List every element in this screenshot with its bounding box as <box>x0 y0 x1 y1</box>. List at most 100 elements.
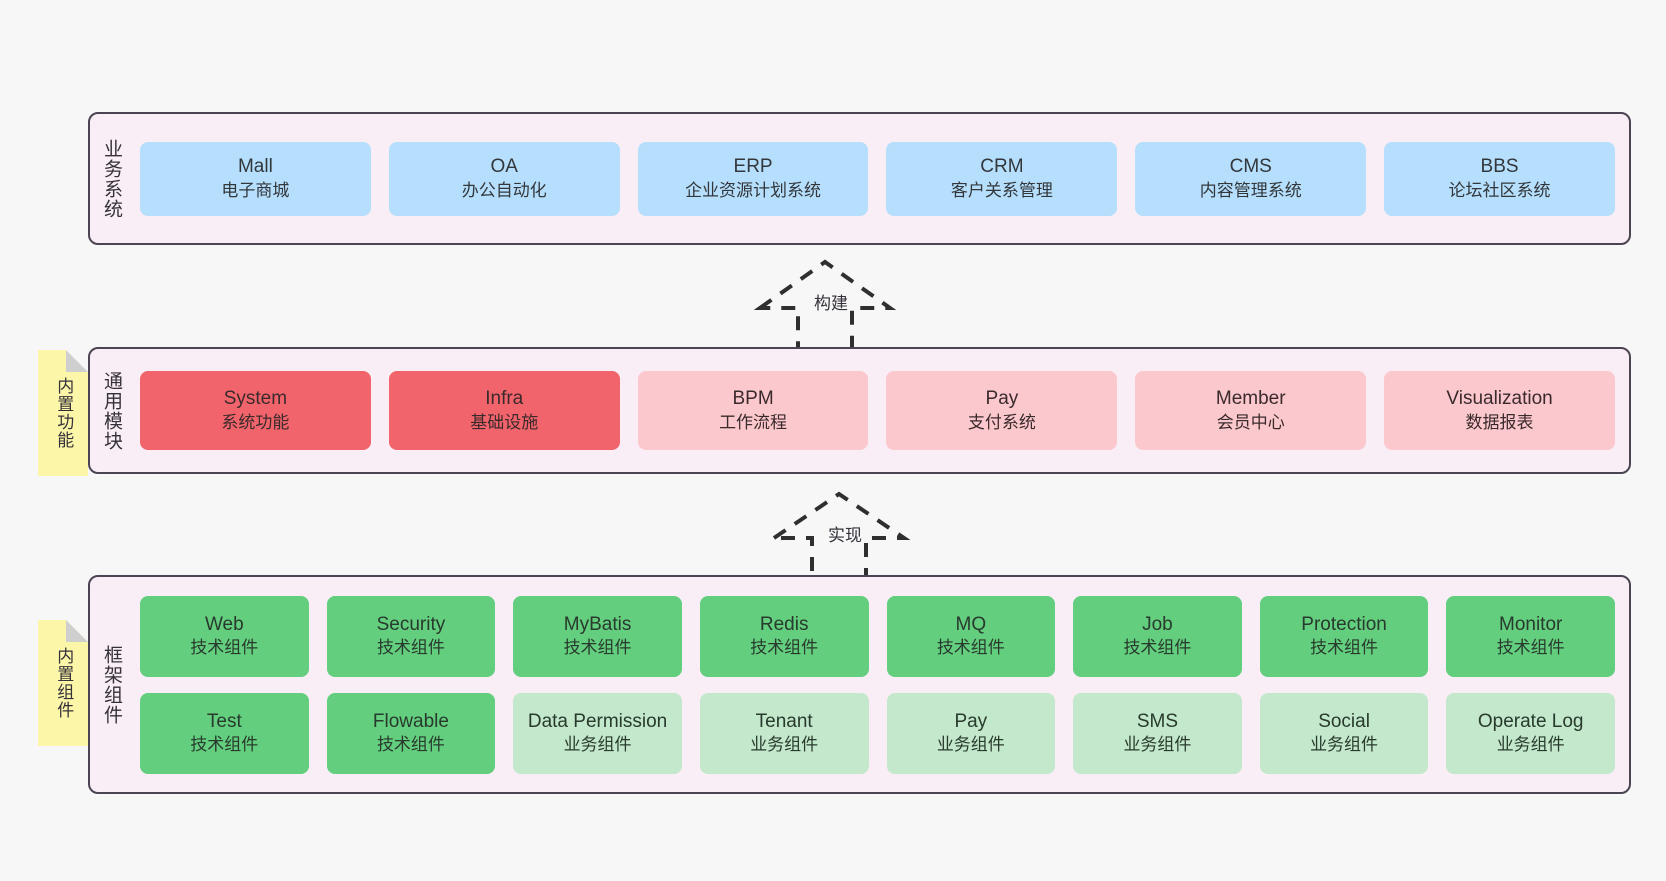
module-card-cms[interactable]: CMS 内容管理系统 <box>1135 141 1367 216</box>
layer-row: Test 技术组件 Flowable 技术组件 Data Permission … <box>140 692 1615 774</box>
component-card-flowable[interactable]: Flowable 技术组件 <box>326 692 496 774</box>
module-name: Mall <box>237 156 273 178</box>
module-name: ERP <box>733 156 773 178</box>
module-desc: 基础设施 <box>470 412 539 432</box>
sticky-note-builtin-components: 内置组件 <box>38 620 88 746</box>
page-fold-icon <box>66 350 88 372</box>
module-card-bpm[interactable]: BPM 工作流程 <box>637 371 869 450</box>
module-desc: 客户关系管理 <box>950 180 1053 200</box>
component-name: Tenant <box>755 710 813 732</box>
component-type: 业务组件 <box>750 735 819 755</box>
connector-build-label: 构建 <box>812 289 850 314</box>
component-name: Data Permission <box>527 710 668 732</box>
module-card-oa[interactable]: OA 办公自动化 <box>388 141 620 216</box>
layer-body-framework: Web 技术组件 Security 技术组件 MyBatis 技术组件 Redi… <box>132 577 1629 792</box>
module-desc: 会员中心 <box>1216 412 1285 432</box>
page-fold-icon <box>66 620 88 642</box>
module-desc: 支付系统 <box>967 412 1036 432</box>
module-card-pay[interactable]: Pay 支付系统 <box>886 371 1118 450</box>
layer-body-business: Mall 电子商城 OA 办公自动化 ERP 企业资源计划系统 CRM 客户关系… <box>132 114 1629 243</box>
component-card-tenant[interactable]: Tenant 业务组件 <box>699 692 869 774</box>
component-type: 技术组件 <box>190 735 259 755</box>
component-name: Pay <box>954 710 988 732</box>
layer-title-framework: 框架组件 <box>101 644 123 725</box>
module-name: Pay <box>985 388 1019 410</box>
sticky-note-label: 内置功能 <box>54 377 74 449</box>
component-name: Security <box>376 613 446 635</box>
component-type: 技术组件 <box>563 638 632 658</box>
component-card-protection[interactable]: Protection 技术组件 <box>1259 595 1429 677</box>
module-desc: 论坛社区系统 <box>1448 180 1551 200</box>
layer-body-common: System 系统功能 Infra 基础设施 BPM 工作流程 Pay 支付系统… <box>132 349 1629 472</box>
component-name: MyBatis <box>563 613 632 635</box>
component-name: Social <box>1318 710 1370 732</box>
module-card-member[interactable]: Member 会员中心 <box>1135 371 1367 450</box>
connector-impl-arrow <box>766 490 912 582</box>
module-card-infra[interactable]: Infra 基础设施 <box>388 371 620 450</box>
module-desc: 办公自动化 <box>461 180 547 200</box>
component-type: 技术组件 <box>1310 638 1379 658</box>
component-type: 技术组件 <box>376 735 445 755</box>
module-desc: 企业资源计划系统 <box>685 180 822 200</box>
layer-title-business: 业务系统 <box>101 138 123 219</box>
component-type: 业务组件 <box>1310 735 1379 755</box>
component-type: 业务组件 <box>936 735 1005 755</box>
component-name: Protection <box>1301 613 1387 635</box>
component-card-job[interactable]: Job 技术组件 <box>1073 595 1242 677</box>
module-name: Member <box>1215 388 1286 410</box>
component-card-test[interactable]: Test 技术组件 <box>140 692 309 774</box>
module-card-system[interactable]: System 系统功能 <box>140 371 371 450</box>
layer-business-system: 业务系统 Mall 电子商城 OA 办公自动化 ERP 企业资源计划系统 CRM… <box>88 112 1631 245</box>
component-type: 业务组件 <box>1496 735 1565 755</box>
layer-row: System 系统功能 Infra 基础设施 BPM 工作流程 Pay 支付系统… <box>140 371 1615 450</box>
module-desc: 数据报表 <box>1465 412 1534 432</box>
connector-impl-label: 实现 <box>826 521 864 546</box>
component-name: Flowable <box>372 710 449 732</box>
component-card-data-permission[interactable]: Data Permission 业务组件 <box>513 692 682 774</box>
sticky-note-builtin-features: 内置功能 <box>38 350 88 476</box>
module-name: Visualization <box>1446 388 1553 410</box>
module-card-visualization[interactable]: Visualization 数据报表 <box>1384 371 1615 450</box>
component-type: 业务组件 <box>1123 735 1192 755</box>
component-card-redis[interactable]: Redis 技术组件 <box>699 595 869 677</box>
component-card-mybatis[interactable]: MyBatis 技术组件 <box>513 595 682 677</box>
module-desc: 内容管理系统 <box>1199 180 1302 200</box>
sticky-note-label: 内置组件 <box>54 647 74 719</box>
module-name: OA <box>490 156 518 178</box>
component-type: 技术组件 <box>1496 638 1565 658</box>
component-name: Test <box>206 710 242 732</box>
component-type: 技术组件 <box>190 638 259 658</box>
component-card-social[interactable]: Social 业务组件 <box>1259 692 1429 774</box>
component-card-mq[interactable]: MQ 技术组件 <box>886 595 1056 677</box>
module-desc: 工作流程 <box>719 412 788 432</box>
module-name: BBS <box>1480 156 1519 178</box>
module-card-crm[interactable]: CRM 客户关系管理 <box>886 141 1118 216</box>
module-card-erp[interactable]: ERP 企业资源计划系统 <box>637 141 869 216</box>
component-name: MQ <box>955 613 987 635</box>
module-name: BPM <box>732 388 774 410</box>
layer-row: Mall 电子商城 OA 办公自动化 ERP 企业资源计划系统 CRM 客户关系… <box>140 141 1615 216</box>
component-card-monitor[interactable]: Monitor 技术组件 <box>1446 595 1615 677</box>
component-name: SMS <box>1136 710 1179 732</box>
layer-framework-component: 框架组件 Web 技术组件 Security 技术组件 MyBatis 技术组件… <box>88 575 1631 794</box>
component-name: Web <box>204 613 244 635</box>
component-card-operate-log[interactable]: Operate Log 业务组件 <box>1446 692 1615 774</box>
component-name: Operate Log <box>1477 710 1584 732</box>
component-name: Job <box>1142 613 1173 635</box>
module-desc: 电子商城 <box>221 180 290 200</box>
component-type: 技术组件 <box>936 638 1005 658</box>
module-card-bbs[interactable]: BBS 论坛社区系统 <box>1384 141 1615 216</box>
component-card-security[interactable]: Security 技术组件 <box>326 595 496 677</box>
module-name: CRM <box>980 156 1024 178</box>
layer-title-common: 通用模块 <box>101 370 123 451</box>
module-name: System <box>223 388 288 410</box>
module-desc: 系统功能 <box>221 412 290 432</box>
module-name: Infra <box>485 388 524 410</box>
module-card-mall[interactable]: Mall 电子商城 <box>140 141 371 216</box>
component-name: Monitor <box>1499 613 1563 635</box>
component-card-pay[interactable]: Pay 业务组件 <box>886 692 1056 774</box>
component-card-sms[interactable]: SMS 业务组件 <box>1073 692 1242 774</box>
component-type: 技术组件 <box>750 638 819 658</box>
component-card-web[interactable]: Web 技术组件 <box>140 595 309 677</box>
